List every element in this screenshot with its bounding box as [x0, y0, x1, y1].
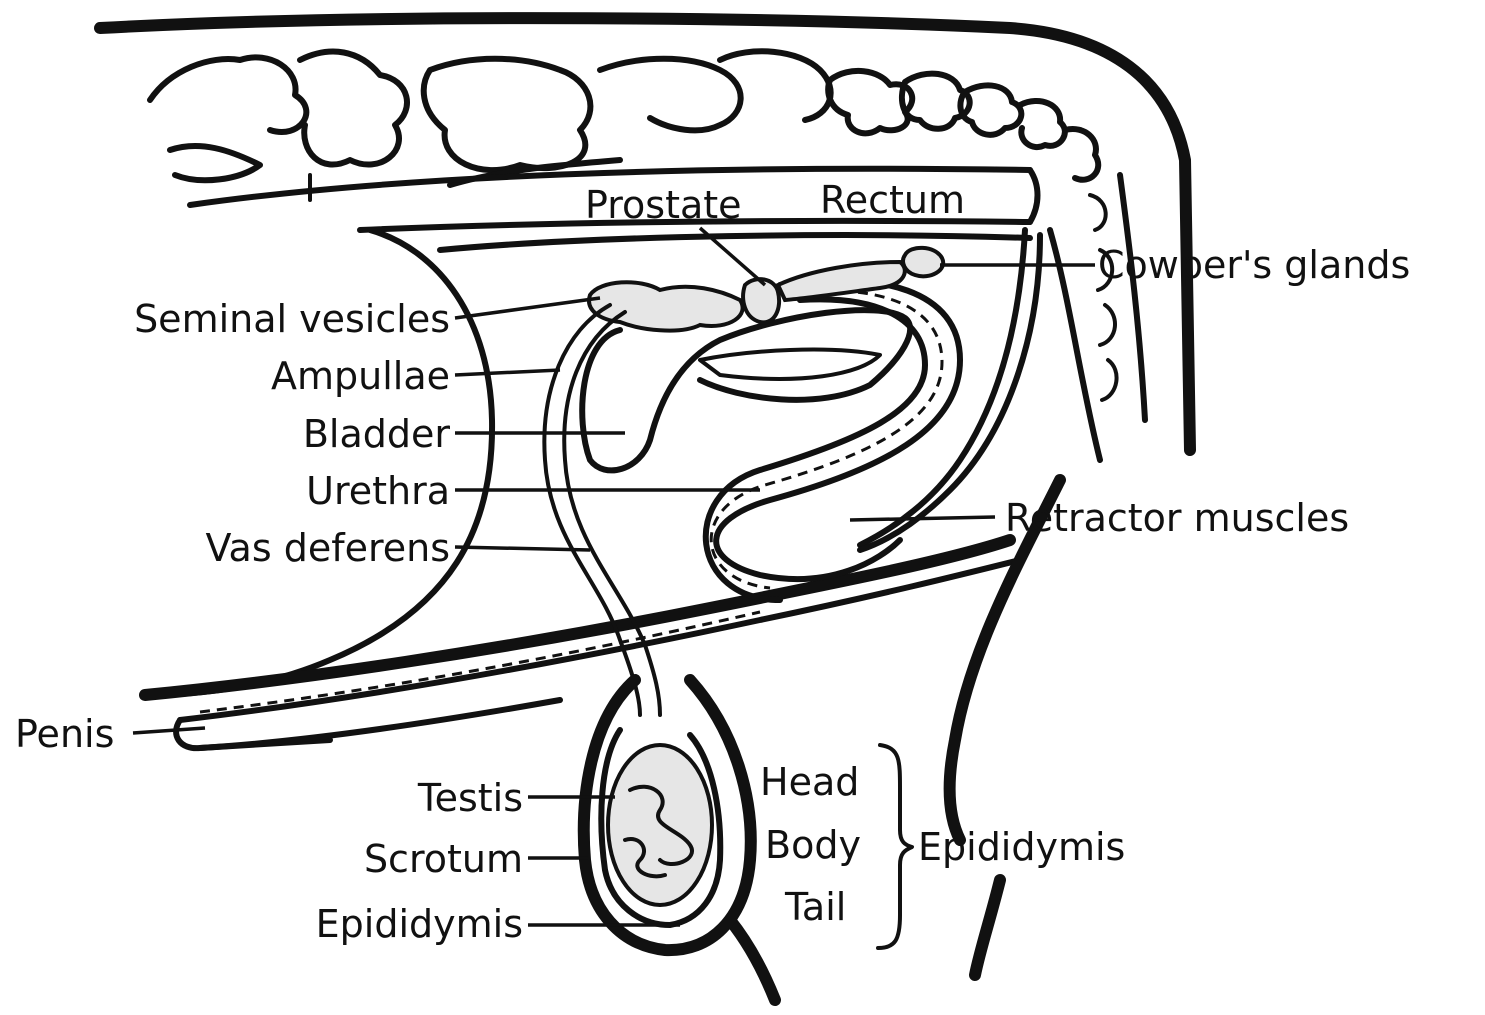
label-penis: Penis [15, 712, 114, 756]
label-rectum: Rectum [820, 178, 965, 222]
label-ampullae: Ampullae [271, 354, 450, 398]
label-bladder: Bladder [303, 412, 451, 456]
testis [608, 745, 712, 905]
hind-leg [730, 480, 1060, 1000]
label-vas-deferens: Vas deferens [205, 526, 450, 570]
label-seminal-vesicles: Seminal vesicles [134, 297, 450, 341]
penis [145, 540, 1020, 748]
label-head: Head [760, 760, 859, 804]
accessory-glands [589, 248, 943, 331]
label-retractor-muscles: Retractor muscles [1005, 496, 1349, 540]
label-prostate: Prostate [585, 183, 742, 227]
label-epididymis-lower: Epididymis [316, 902, 523, 946]
label-testis: Testis [417, 776, 523, 820]
label-cowpers-glands: Cowper's glands [1098, 243, 1410, 287]
label-epididymis-group: Epididymis [918, 825, 1125, 869]
label-tail: Tail [784, 885, 846, 929]
scrotum [584, 680, 751, 950]
label-body: Body [765, 823, 861, 867]
bladder [582, 310, 910, 470]
label-scrotum: Scrotum [364, 837, 523, 881]
epididymis-bracket [878, 745, 912, 948]
label-urethra: Urethra [306, 469, 450, 513]
